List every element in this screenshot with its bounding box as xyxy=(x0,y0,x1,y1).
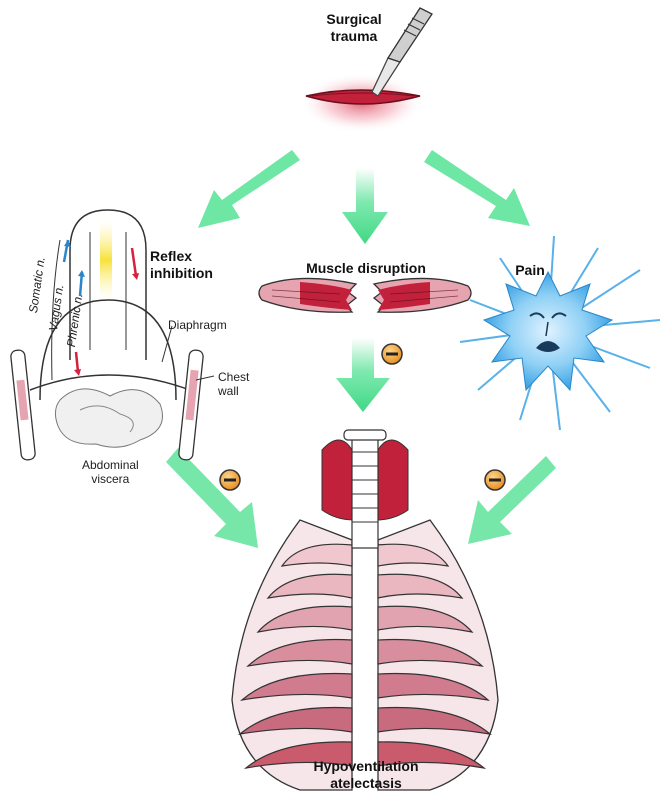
surgical-trauma-line-2: trauma xyxy=(316,28,392,45)
abdominal-viscera-label: Abdominal viscera xyxy=(82,458,139,486)
abdominal-line-2: viscera xyxy=(82,472,139,486)
hypo-line-1: Hypoventilation xyxy=(286,758,446,775)
surgical-trauma-line-1: Surgical xyxy=(316,11,392,28)
reflex-line-1: Reflex xyxy=(150,248,230,265)
pain-label: Pain xyxy=(510,262,550,279)
arrow-trauma-to-reflex xyxy=(198,150,300,228)
arrow-muscle-to-lungs xyxy=(336,338,390,412)
muscle-disruption-label: Muscle disruption xyxy=(288,260,444,277)
minus-sign-reflex xyxy=(220,470,240,490)
abdominal-line-1: Abdominal xyxy=(82,458,139,472)
minus-sign-pain xyxy=(485,470,505,490)
ribcage-lungs-illustration xyxy=(232,430,498,790)
hypo-line-2: atelectasis xyxy=(286,775,446,792)
diaphragm-label: Diaphragm xyxy=(168,318,227,332)
reflex-inhibition-label: Reflex inhibition xyxy=(150,248,230,282)
arrow-trauma-to-pain xyxy=(424,150,530,226)
minus-sign-muscle xyxy=(382,344,402,364)
hypoventilation-atelectasis-label: Hypoventilation atelectasis xyxy=(286,758,446,792)
reflex-line-2: inhibition xyxy=(150,265,230,282)
torn-muscle-icon xyxy=(259,278,471,312)
pain-face-icon xyxy=(460,236,660,430)
chest-wall-line-2: wall xyxy=(218,384,249,398)
arrow-trauma-to-muscle xyxy=(342,168,388,244)
arrow-reflex-to-lungs xyxy=(166,448,258,548)
chest-wall-label: Chest wall xyxy=(218,370,249,398)
surgical-trauma-label: Surgical trauma xyxy=(316,11,392,45)
arrow-pain-to-lungs xyxy=(468,456,556,544)
chest-wall-line-1: Chest xyxy=(218,370,249,384)
